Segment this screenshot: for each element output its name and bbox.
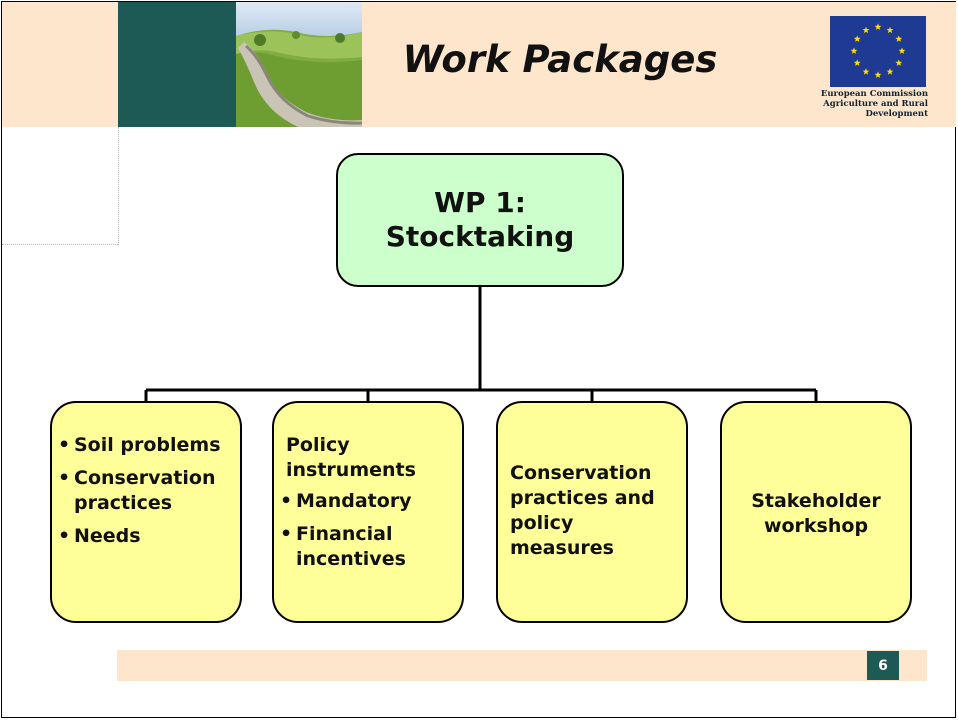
eu-star-icon [862,26,870,34]
eu-star-icon [895,59,903,66]
conservation-text: Conservation practices and policy measur… [510,462,655,559]
eu-star-icon [862,68,870,75]
eu-star-icon [853,59,861,66]
policy-bullet-list: Mandatory Financial incentives [274,483,462,572]
eu-star-icon [886,68,894,75]
bullet-item: Needs [52,524,240,549]
slide-title: Work Packages [402,38,718,81]
guide-line-vertical [118,127,119,245]
eu-star-icon [874,71,882,78]
teal-accent-block [118,2,236,127]
eu-flag-icon [830,16,926,87]
guide-line-horizontal [2,244,118,245]
child-box-stakeholder: Stakeholder workshop [720,401,912,623]
child-box-policy: Policy instruments Mandatory Financial i… [272,401,464,623]
eu-logo-line1: European Commission [820,89,928,99]
root-label-line1: WP 1: [434,186,526,219]
wp1-root-box: WP 1: Stocktaking [336,153,624,287]
child-box-soil: Soil problems Conservation practices Nee… [50,401,242,623]
eu-star-icon [874,23,882,30]
root-label-line2: Stocktaking [385,220,575,253]
eu-logo-text: European Commission Agriculture and Rura… [760,89,928,119]
page-number: 6 [867,651,899,680]
eu-stars [850,23,906,78]
soil-bullet-list: Soil problems Conservation practices Nee… [52,403,240,549]
bullet-item: Conservation practices [52,466,240,516]
bullet-item: Mandatory [274,489,462,514]
bullet-item: Financial incentives [274,522,462,572]
eu-star-icon [886,26,894,34]
eu-star-icon [850,47,858,54]
footer-band [117,650,927,681]
bullet-item: Soil problems [52,433,240,458]
eu-logo-line2: Agriculture and Rural Development [823,99,928,119]
policy-heading: Policy instruments [286,434,416,481]
child-box-conservation: Conservation practices and policy measur… [496,401,688,623]
landscape-photo [236,2,362,127]
landscape-photo-art [236,2,362,127]
eu-star-icon [853,35,861,42]
eu-star-icon [895,35,903,42]
stakeholder-text: Stakeholder workshop [751,490,881,537]
eu-star-icon [898,47,906,54]
